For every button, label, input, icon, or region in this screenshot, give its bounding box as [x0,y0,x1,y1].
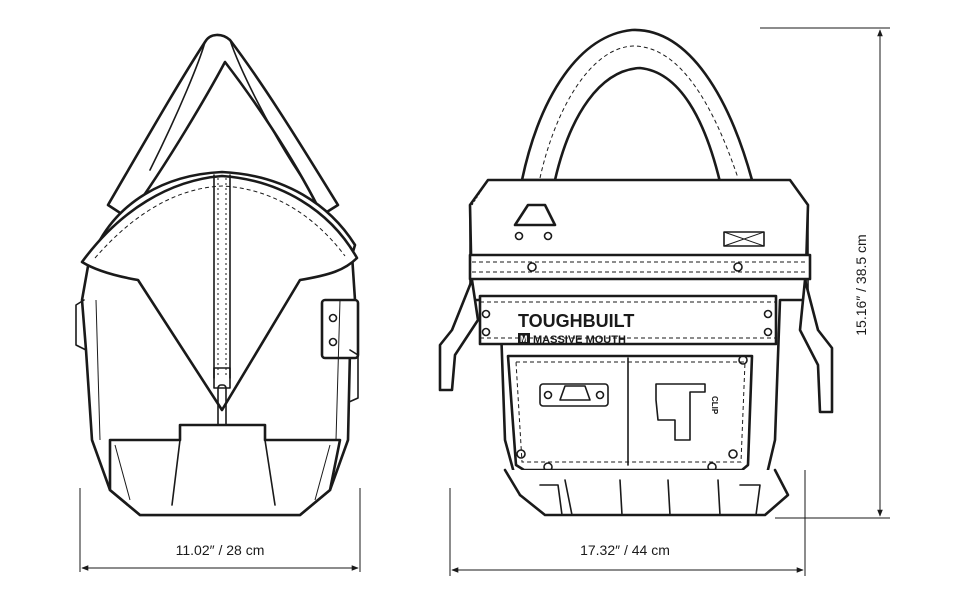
side-base [108,423,342,517]
front-view-bag: TOUGHBUILT M MASSIVE MOUTH CLIP [438,28,834,517]
side-view-bag [75,33,360,517]
right-side-strap [798,278,834,414]
clip-hanger [655,383,706,441]
depth-dimension: 11.02″ / 28 cm [79,488,361,572]
height-dimension: 15.16″ / 38.5 cm [760,27,890,519]
left-side-strap [438,278,480,392]
brand-name: TOUGHBUILT [518,311,634,331]
front-handle [520,28,754,184]
width-label: 17.32″ / 44 cm [580,542,670,558]
front-base [503,468,790,517]
clip-label: CLIP [710,396,719,415]
side-handle [106,33,340,220]
side-top-flap [80,174,359,412]
product-mark: M [520,334,528,344]
product-name: MASSIVE MOUTH [533,334,626,346]
depth-label: 11.02″ / 28 cm [176,542,265,558]
height-label: 15.16″ / 38.5 cm [853,234,869,335]
width-dimension: 17.32″ / 44 cm [449,470,806,576]
front-top-band [468,253,812,281]
product-mark-box [518,333,530,344]
